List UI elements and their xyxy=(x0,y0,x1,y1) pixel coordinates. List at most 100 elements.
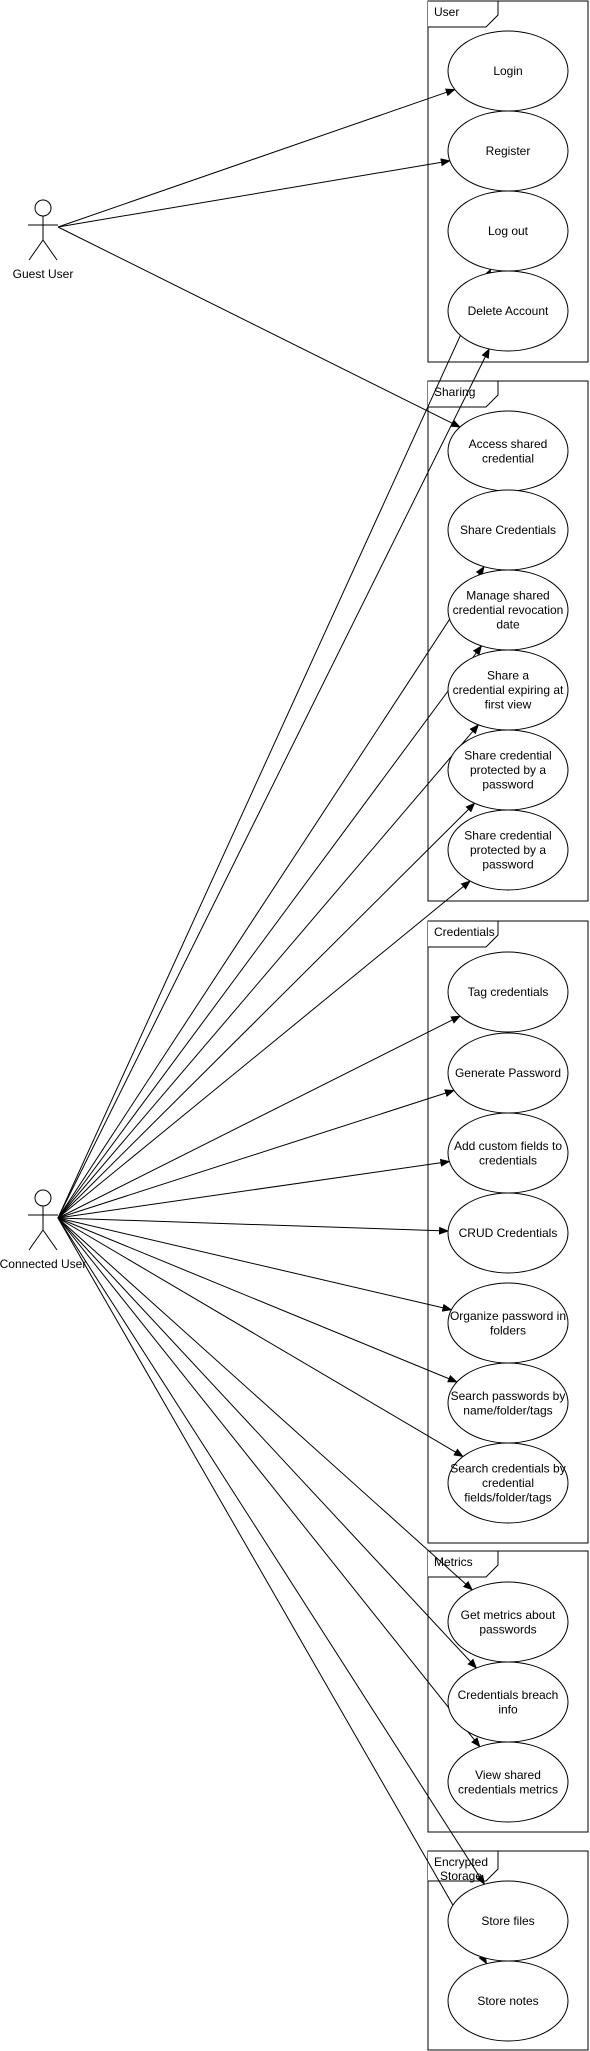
use-case-delete[interactable]: Delete Account xyxy=(447,270,569,352)
actor-right-leg xyxy=(42,1229,58,1251)
text-line: credential revocation xyxy=(453,603,564,617)
text-block: Login xyxy=(493,64,522,78)
actor-guest[interactable]: Guest User xyxy=(13,199,74,281)
association-connected-to-custom xyxy=(57,1158,451,1219)
frame-title-line: Encrypted xyxy=(434,1855,488,1869)
text-line: Manage shared xyxy=(466,589,549,603)
text-block: Generate Password xyxy=(455,1066,561,1080)
text-block: Delete Account xyxy=(468,304,549,318)
frame-title-line: User xyxy=(434,5,459,19)
use-case-ellipse xyxy=(447,270,569,352)
use-case-files[interactable]: Store files xyxy=(447,1880,569,1962)
text-block: Tag credentials xyxy=(468,985,549,999)
association-guest-to-register xyxy=(57,158,451,228)
use-case-share[interactable]: Share Credentials xyxy=(447,489,569,571)
use-case-register[interactable]: Register xyxy=(447,110,569,192)
text-line: Register xyxy=(486,144,531,158)
association-connected-to-search2 xyxy=(57,1217,464,1458)
frame-title-line: Storage xyxy=(440,1869,482,1883)
text-line: passwords xyxy=(479,1622,536,1636)
text-line: folders xyxy=(490,1323,526,1337)
actor-stick-figure-icon xyxy=(28,1189,58,1251)
frame-title-line: Sharing xyxy=(434,385,475,399)
use-case-generate[interactable]: Generate Password xyxy=(447,1032,569,1114)
frame-title: Sharing xyxy=(434,385,475,399)
text-line: CRUD Credentials xyxy=(459,1226,558,1240)
text-line: credentials metrics xyxy=(458,1782,558,1796)
frame-sharing: Sharing xyxy=(427,380,589,902)
text-line: first view xyxy=(485,698,532,712)
text-line: name/folder/tags xyxy=(463,1403,552,1417)
actor-head xyxy=(34,199,52,217)
association-connected-to-tag xyxy=(57,1015,461,1219)
frame-tab xyxy=(428,1850,499,1882)
use-case-logout[interactable]: Log out xyxy=(447,190,569,272)
text-line: Generate Password xyxy=(455,1066,561,1080)
text-line: protected by a xyxy=(470,843,546,857)
association-connected-to-search xyxy=(57,1217,458,1383)
text-line: Share a xyxy=(487,669,529,683)
association-connected-to-logout xyxy=(57,268,492,1219)
use-case-crud[interactable]: CRUD Credentials xyxy=(447,1192,569,1274)
text-line: password xyxy=(482,858,533,872)
use-case-notes[interactable]: Store notes xyxy=(447,1960,569,2042)
actor-head xyxy=(34,1189,52,1207)
actor-label: Guest User xyxy=(13,267,74,281)
association-guest-to-access xyxy=(57,226,461,428)
text-line: Share Credentials xyxy=(460,523,556,537)
text-block: CRUD Credentials xyxy=(459,1226,558,1240)
text-line: Store files xyxy=(481,1914,534,1928)
association-connected-to-delete xyxy=(57,348,490,1219)
frame-border xyxy=(427,920,589,1544)
frame-border xyxy=(427,380,589,902)
text-block: Log out xyxy=(488,224,529,238)
use-case-tag[interactable]: Tag credentials xyxy=(447,951,569,1033)
association-connected-to-revocation xyxy=(57,645,483,1219)
use-case-ellipse xyxy=(447,951,569,1033)
frame-tab xyxy=(428,1550,499,1578)
text-line: credential xyxy=(482,1476,534,1490)
text-block: Store files xyxy=(481,1914,534,1928)
text-line: protected by a xyxy=(470,763,546,777)
actor-right-leg xyxy=(42,239,58,261)
actor-label: Connected User xyxy=(0,1257,86,1271)
text-line: password xyxy=(482,778,533,792)
text-block: Share Credentials xyxy=(460,523,556,537)
frame-border xyxy=(427,0,589,363)
use-case-login[interactable]: Login xyxy=(447,30,569,112)
text-line: Login xyxy=(493,64,522,78)
actor-left-leg xyxy=(28,1229,44,1251)
text-line: credential xyxy=(482,451,534,465)
association-connected-to-files xyxy=(57,1217,485,1886)
frame-metrics: Metrics xyxy=(427,1550,589,1833)
association-connected-to-generate xyxy=(57,1089,455,1219)
frame-title: Credentials xyxy=(434,925,495,939)
text-line: Share credential xyxy=(464,749,551,763)
frame-tab xyxy=(428,380,499,408)
association-guest-to-login xyxy=(57,88,456,228)
actor-connected[interactable]: Connected User xyxy=(0,1189,86,1271)
text-line: Share credential xyxy=(464,829,551,843)
